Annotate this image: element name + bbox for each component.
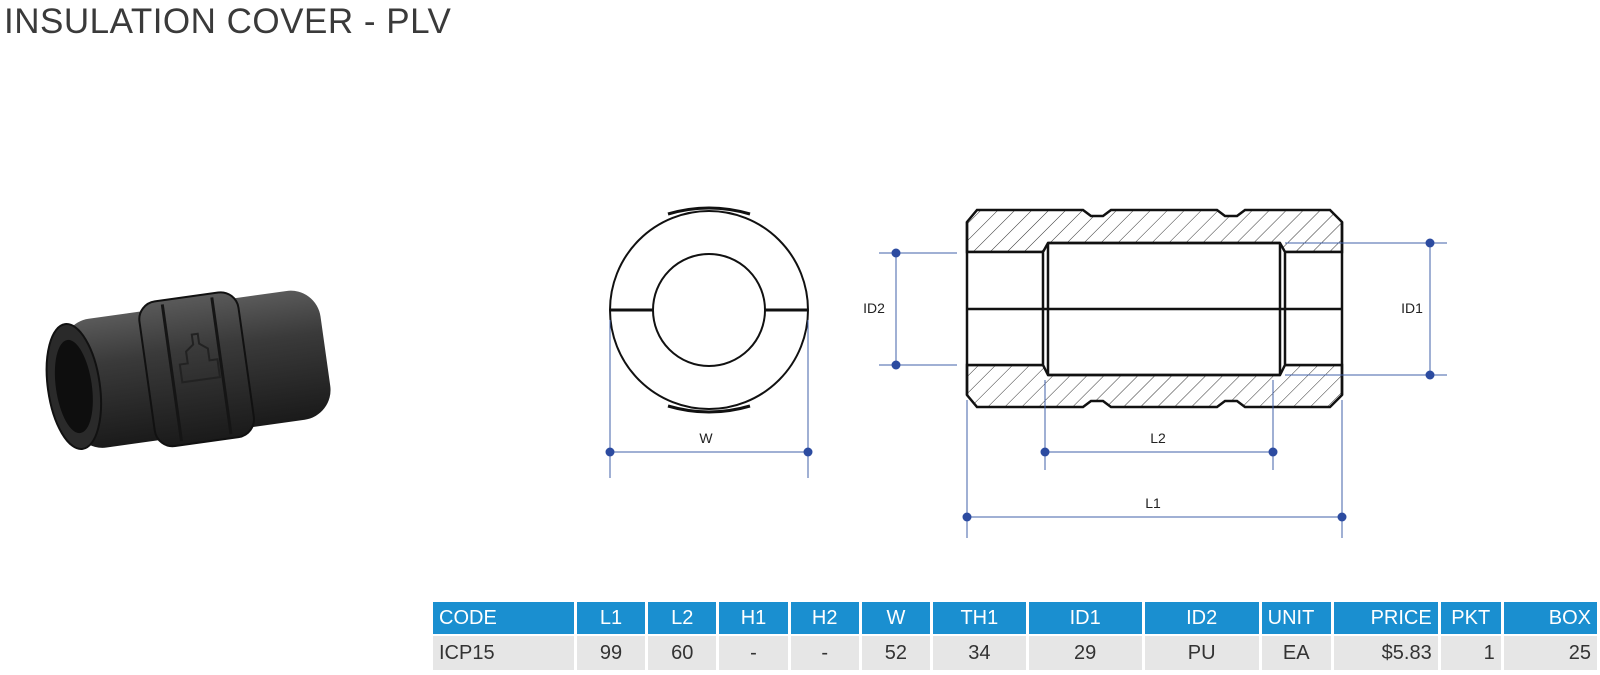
header-price: PRICE [1332, 602, 1441, 635]
cell-h1: - [717, 634, 791, 670]
dimension-dot [891, 360, 901, 370]
l1-label: L1 [1145, 495, 1161, 511]
header-pkt: PKT [1439, 602, 1504, 635]
dimension-dot [1425, 370, 1435, 380]
header-l1: L1 [575, 602, 649, 635]
id1-label: ID1 [1401, 300, 1423, 316]
cell-box: 25 [1502, 634, 1597, 670]
table-row: ICP15 99 60 - - 52 34 29 PU EA $5.83 1 2… [433, 634, 1597, 670]
cell-price: $5.83 [1332, 634, 1441, 670]
dimension-dot [891, 248, 901, 258]
side-view-drawing: ID2 ID1 L2 L1 [863, 208, 1447, 538]
header-l2: L2 [646, 602, 720, 635]
table-header-row: CODE L1 L2 H1 H2 W TH1 ID1 ID2 UNIT PRIC… [433, 602, 1597, 635]
section-top-wall [965, 208, 1344, 254]
cell-l2: 60 [646, 634, 720, 670]
header-id1: ID1 [1027, 602, 1145, 635]
page-title: INSULATION COVER - PLV [4, 2, 452, 41]
dimension-dot [803, 447, 813, 457]
dimension-dot [1040, 447, 1050, 457]
cell-th1: 34 [931, 634, 1029, 670]
cell-unit: EA [1260, 634, 1334, 670]
cell-w: 52 [860, 634, 934, 670]
inner-circle [652, 253, 766, 367]
dimension-dot [962, 512, 972, 522]
cell-l1: 99 [575, 634, 649, 670]
cell-h2: - [789, 634, 862, 670]
spec-table: CODE L1 L2 H1 H2 W TH1 ID1 ID2 UNIT PRIC… [433, 602, 1597, 670]
id2-label: ID2 [863, 300, 885, 316]
cell-pkt: 1 [1439, 634, 1504, 670]
product-photo [45, 290, 331, 451]
cell-id2: PU [1143, 634, 1262, 670]
dimension-dot [1268, 447, 1278, 457]
header-box: BOX [1502, 602, 1597, 635]
dimension-dot [605, 447, 615, 457]
cell-id1: 29 [1027, 634, 1145, 670]
l2-label: L2 [1150, 430, 1166, 446]
dimension-dot [1425, 238, 1435, 248]
header-code: CODE [433, 602, 577, 635]
header-h2: H2 [789, 602, 862, 635]
header-th1: TH1 [931, 602, 1029, 635]
w-label: W [699, 430, 713, 446]
header-id2: ID2 [1143, 602, 1262, 635]
header-unit: UNIT [1260, 602, 1334, 635]
cell-code: ICP15 [433, 634, 577, 670]
header-w: W [860, 602, 934, 635]
dimension-dot [1337, 512, 1347, 522]
section-bottom-wall [965, 363, 1344, 409]
header-h1: H1 [717, 602, 791, 635]
end-view-drawing: W [605, 206, 813, 478]
